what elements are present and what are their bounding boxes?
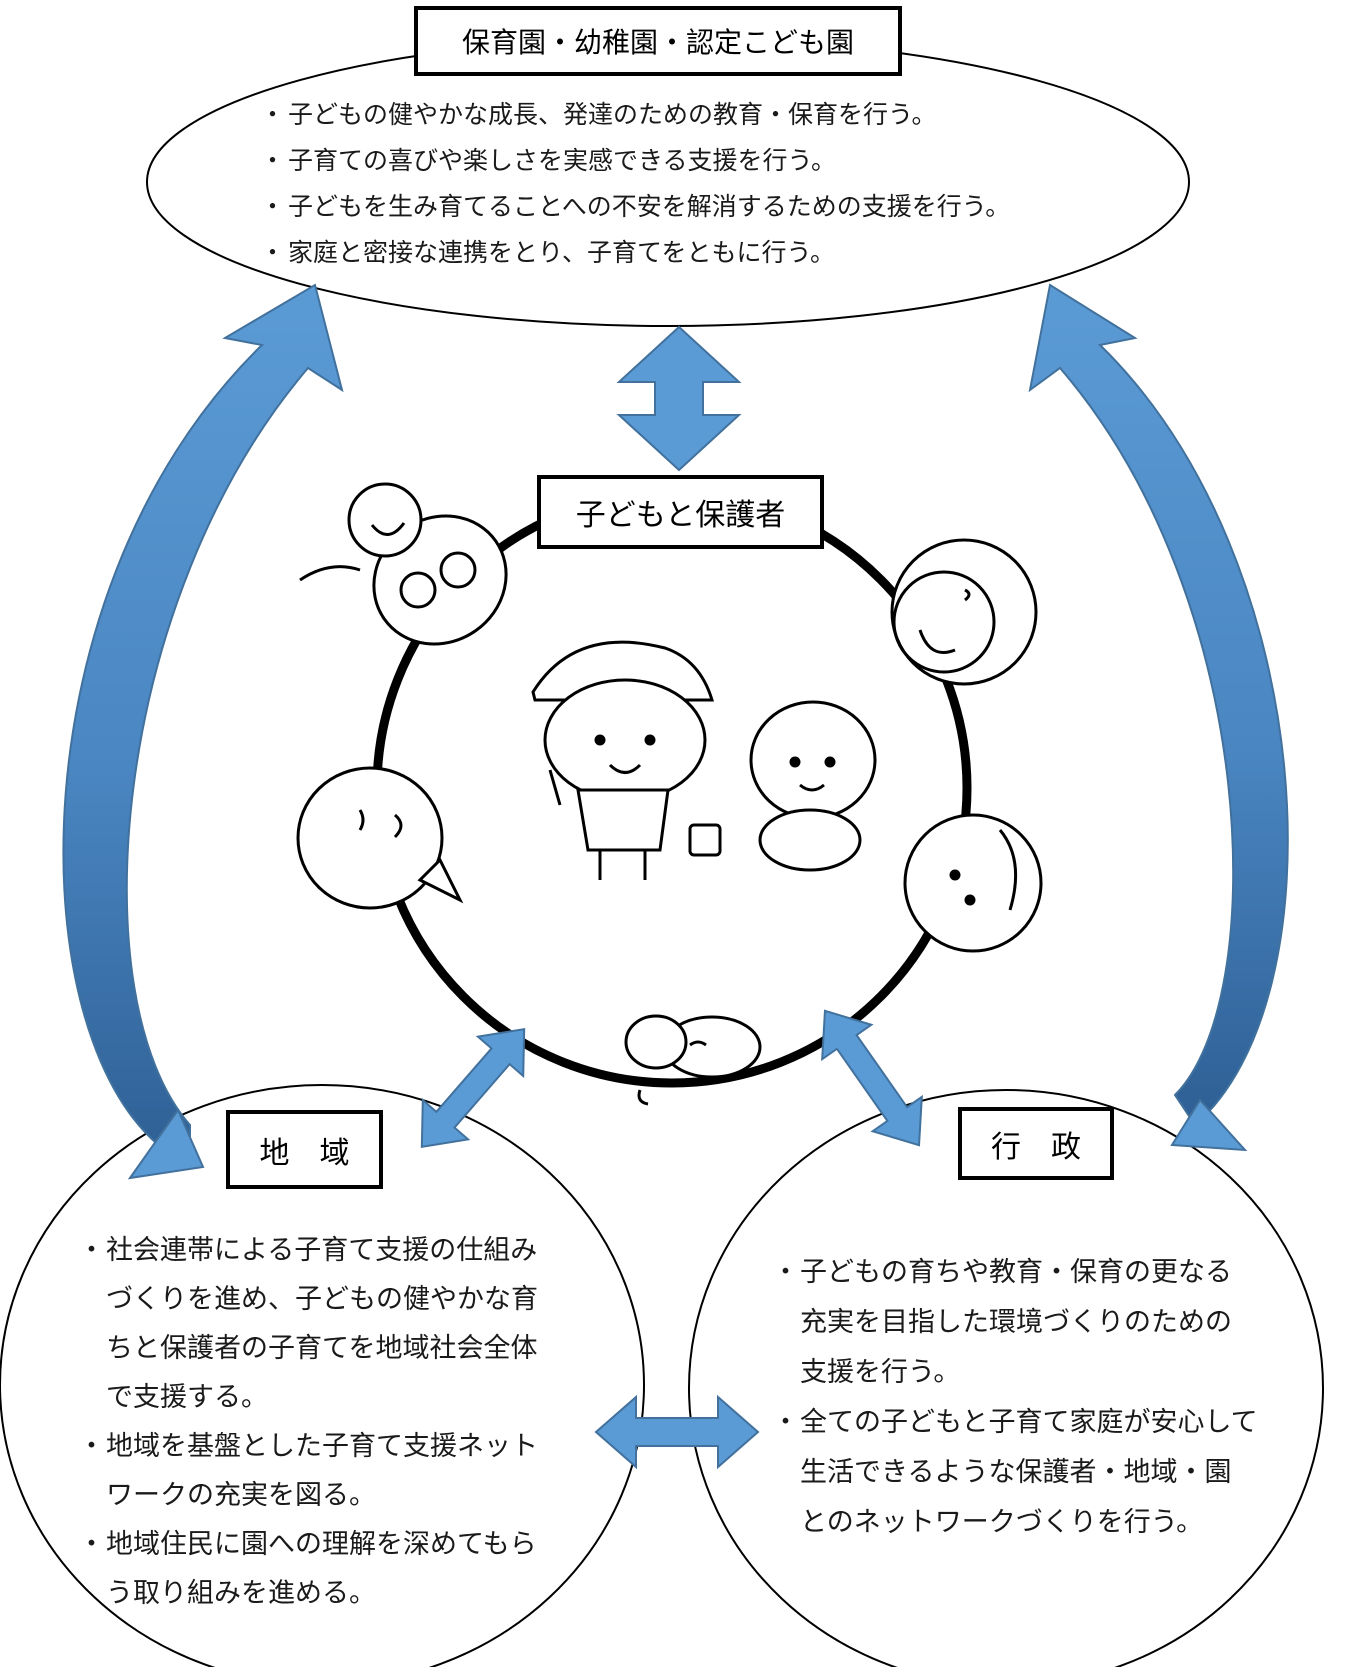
community-roles-list: 社会連帯による子育て支援の仕組みづくりを進め、子どもの健やかな育ちと保護者の子育… (78, 1226, 554, 1618)
baby-crawling-illustration (624, 1014, 762, 1106)
curved-arrow-right-head (1170, 1098, 1248, 1152)
parent-with-child-illustration (299, 482, 508, 646)
arrow-community-center (420, 1027, 526, 1149)
list-item: 社会連帯による子育て支援の仕組みづくりを進め、子どもの健やかな育ちと保護者の子育… (78, 1226, 554, 1422)
center-title: 子どもと保護者 (575, 498, 786, 533)
grandmother-face-illustration (296, 766, 464, 910)
children-playing-illustration (531, 640, 877, 880)
list-item: 家庭と密接な連携をとり、子育てをともに行う。 (260, 230, 1146, 276)
community-title-box: 地 域 (226, 1110, 383, 1189)
list-item: 地域を基盤とした子育て支援ネットワークの充実を図る。 (78, 1422, 554, 1520)
father-face-illustration (903, 813, 1043, 953)
community-title: 地 域 (259, 1135, 350, 1171)
nursery-roles-list: 子どもの健やかな成長、発達のための教育・保育を行う。 子育ての喜びや楽しさを実感… (260, 92, 1146, 276)
nursery-title: 保育園・幼稚園・認定こども園 (461, 26, 854, 59)
curved-arrow-left (62, 283, 344, 1167)
mother-face-illustration (890, 538, 1038, 686)
list-item: 地域住民に園への理解を深めてもらう取り組みを進める。 (78, 1520, 554, 1618)
arrow-community-government (594, 1394, 760, 1470)
list-item: 子どもの育ちや教育・保育の更なる充実を目指した環境づくりのための支援を行う。 (772, 1248, 1258, 1398)
list-item: 子どもを生み育てることへの不安を解消するための支援を行う。 (260, 184, 1146, 230)
list-item: 全ての子どもと子育て家庭が安心して生活できるような保護者・地域・園とのネットワー… (772, 1398, 1258, 1548)
government-title: 行 政 (991, 1129, 1081, 1165)
list-item: 子どもの健やかな成長、発達のための教育・保育を行う。 (260, 92, 1146, 138)
government-title-box: 行 政 (958, 1107, 1114, 1180)
arrow-government-center (821, 1009, 923, 1147)
nursery-title-box: 保育園・幼稚園・認定こども園 (414, 6, 902, 76)
curved-arrow-right (1028, 283, 1289, 1127)
curved-arrow-left-head (127, 1107, 205, 1180)
center-title-box: 子どもと保護者 (537, 475, 824, 549)
list-item: 子育ての喜びや楽しさを実感できる支援を行う。 (260, 138, 1146, 184)
government-roles-list: 子どもの育ちや教育・保育の更なる充実を目指した環境づくりのための支援を行う。 全… (772, 1248, 1258, 1548)
arrow-nursery-center (616, 325, 742, 472)
